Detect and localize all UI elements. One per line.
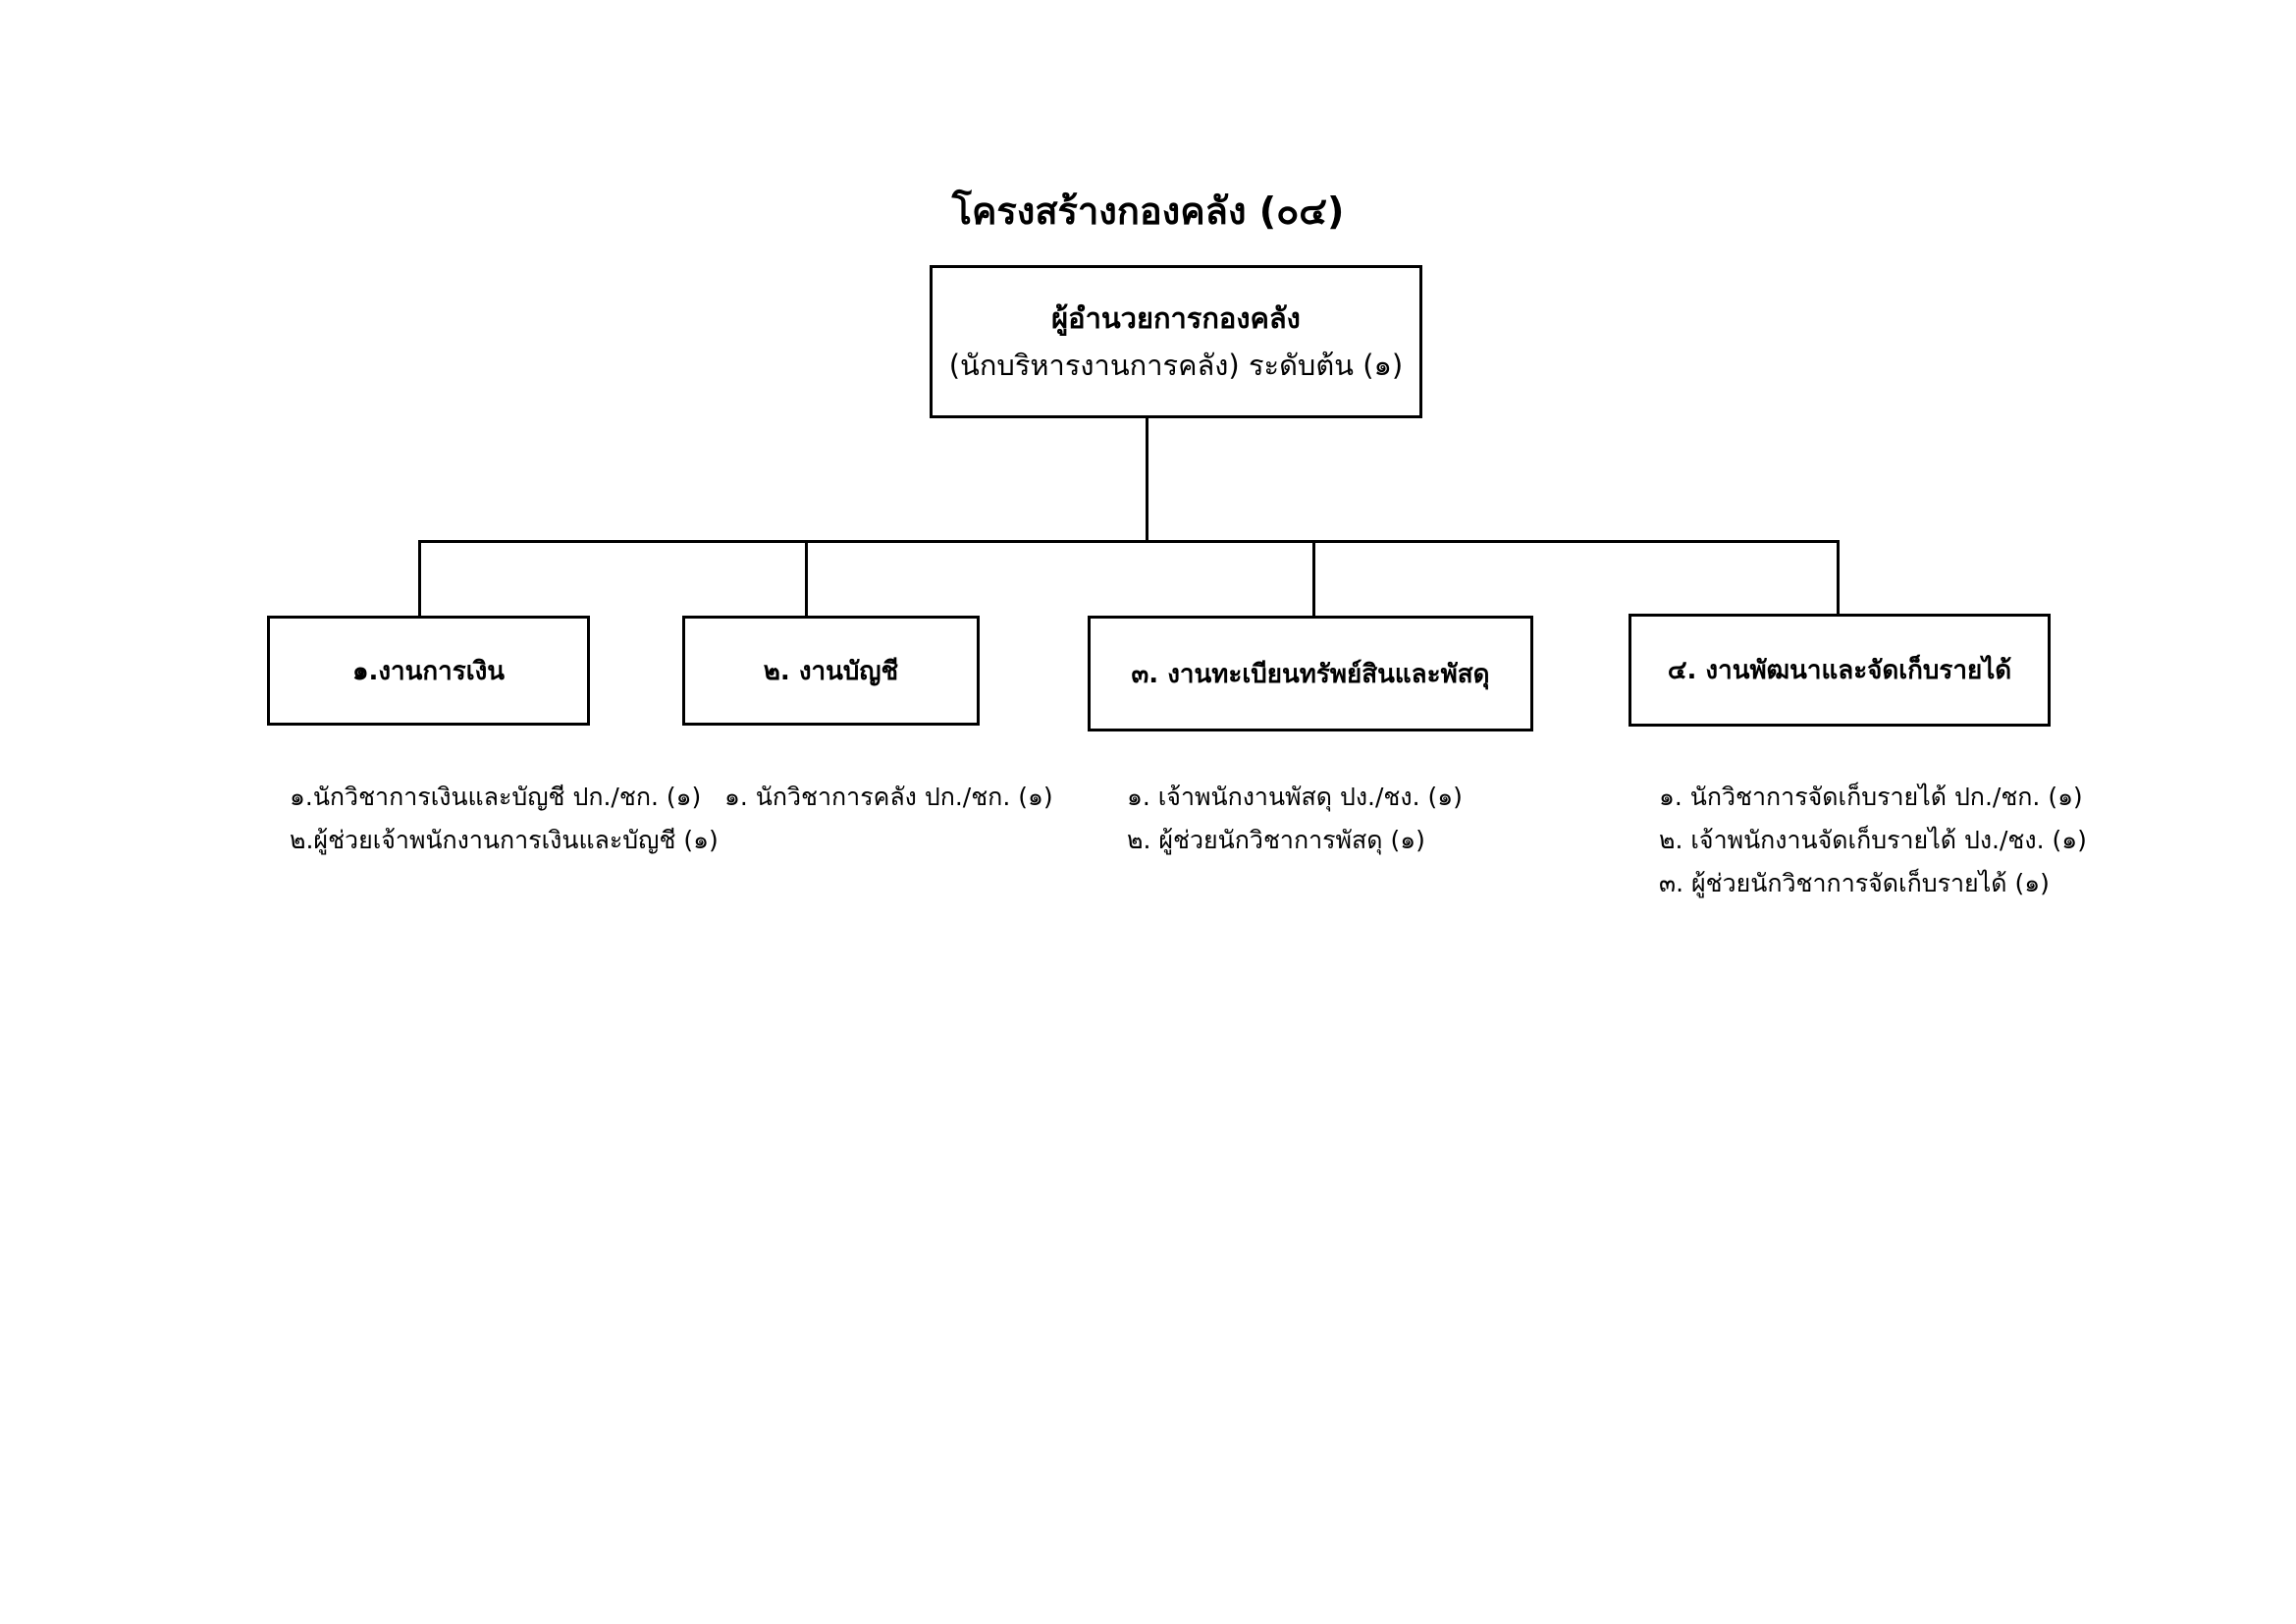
staff-item: ๑.นักวิชาการเงินและบัญชี ปก./ชก. (๑)	[290, 783, 702, 811]
unit-box-revenue: ๔. งานพัฒนาและจัดเก็บรายได้	[1629, 614, 2051, 727]
connector-unit-2	[805, 540, 808, 616]
unit-label: ๒. งานบัญชี	[763, 656, 899, 686]
unit-box-finance: ๑.งานการเงิน	[267, 616, 590, 726]
staff-item: ๑. นักวิชาการคลัง ปก./ชก. (๑)	[724, 783, 1053, 811]
director-subtitle: (นักบริหารงานการคลัง) ระดับต้น (๑)	[948, 349, 1404, 382]
staff-item: ๑. เจ้าพนักงานพัสดุ ปง./ชง. (๑)	[1127, 783, 1463, 811]
staff-item: ๒. เจ้าพนักงานจัดเก็บรายได้ ปง./ชง. (๑)	[1659, 826, 2087, 854]
unit-box-accounting: ๒. งานบัญชี	[682, 616, 980, 726]
staff-list-assets-supplies: ๑. เจ้าพนักงานพัสดุ ปง./ชง. (๑) ๒. ผู้ช่…	[1127, 776, 1463, 862]
connector-unit-3	[1312, 540, 1315, 616]
staff-item: ๒.ผู้ช่วยเจ้าพนักงานการเงินและบัญชี (๑)	[290, 826, 719, 854]
staff-item: ๑. นักวิชาการจัดเก็บรายได้ ปก./ชก. (๑)	[1659, 783, 2083, 811]
connector-horizontal	[418, 540, 1840, 543]
page-title: โครงสร้างกองคลัง (๐๔)	[951, 189, 1345, 233]
director-title: ผู้อำนวยการกองคลัง	[1051, 301, 1301, 335]
connector-director-down	[1146, 418, 1148, 542]
staff-list-finance: ๑.นักวิชาการเงินและบัญชี ปก./ชก. (๑) ๒.ผ…	[290, 776, 719, 862]
staff-item: ๒. ผู้ช่วยนักวิชาการพัสดุ (๑)	[1127, 826, 1425, 854]
connector-unit-1	[418, 540, 421, 616]
unit-label: ๑.งานการเงิน	[351, 656, 506, 686]
staff-list-revenue: ๑. นักวิชาการจัดเก็บรายได้ ปก./ชก. (๑) ๒…	[1659, 776, 2087, 905]
director-box: ผู้อำนวยการกองคลัง (นักบริหารงานการคลัง)…	[930, 265, 1422, 418]
staff-list-accounting: ๑. นักวิชาการคลัง ปก./ชก. (๑)	[724, 776, 1053, 819]
connector-unit-4	[1837, 540, 1840, 616]
unit-label: ๔. งานพัฒนาและจัดเก็บรายได้	[1667, 656, 2012, 685]
unit-label: ๓. งานทะเบียนทรัพย์สินและพัสดุ	[1131, 659, 1490, 689]
staff-item: ๓. ผู้ช่วยนักวิชาการจัดเก็บรายได้ (๑)	[1659, 869, 2050, 897]
unit-box-assets-supplies: ๓. งานทะเบียนทรัพย์สินและพัสดุ	[1088, 616, 1533, 731]
